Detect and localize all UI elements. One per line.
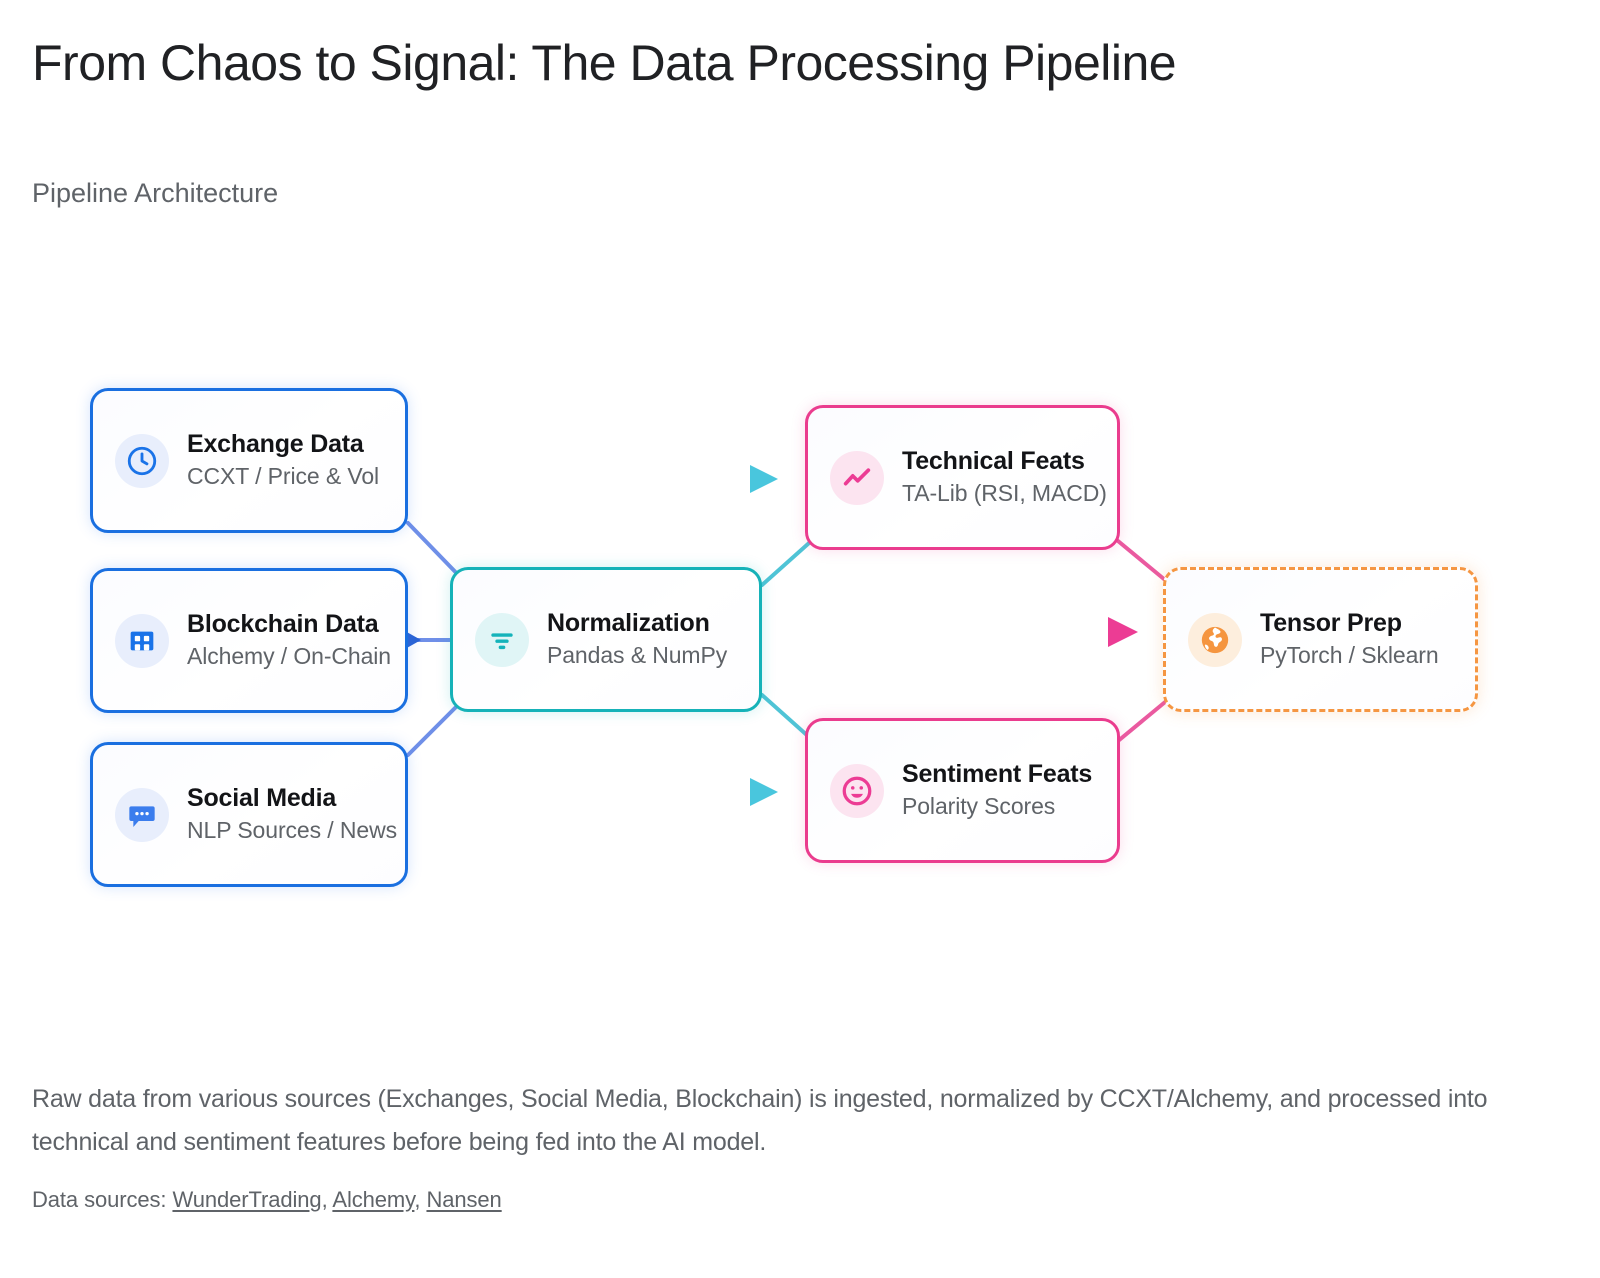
node-subtitle: PyTorch / Sklearn: [1260, 642, 1439, 669]
footer-sources: Data sources: WunderTrading, Alchemy, Na…: [32, 1187, 1522, 1213]
page-title: From Chaos to Signal: The Data Processin…: [32, 35, 1177, 91]
arrow-to-sentiment-icon: [750, 778, 778, 806]
smiley-face-icon: [830, 763, 884, 818]
arrow-to-tensor-icon: [1108, 617, 1138, 647]
source-separator-2: ,: [414, 1187, 427, 1212]
node-blockchain-text: Blockchain Data Alchemy / On-Chain: [187, 610, 391, 671]
node-exchange-data[interactable]: Exchange Data CCXT / Price & Vol: [90, 388, 408, 533]
node-social-media[interactable]: Social Media NLP Sources / News: [90, 742, 408, 887]
node-title: Blockchain Data: [187, 609, 379, 638]
clock-icon: [115, 433, 169, 488]
node-subtitle: Polarity Scores: [902, 793, 1056, 820]
node-subtitle: TA-Lib (RSI, MACD): [902, 480, 1107, 507]
building-icon: [115, 613, 169, 668]
node-title: Technical Feats: [902, 446, 1085, 475]
node-title: Social Media: [187, 783, 337, 812]
node-title: Exchange Data: [187, 429, 364, 458]
footer: Raw data from various sources (Exchanges…: [32, 1078, 1522, 1213]
footer-sources-label: Data sources:: [32, 1187, 167, 1212]
node-exchange-text: Exchange Data CCXT / Price & Vol: [187, 430, 379, 491]
source-link-wundertrading[interactable]: WunderTrading: [172, 1187, 322, 1212]
node-normalization[interactable]: Normalization Pandas & NumPy: [450, 567, 762, 712]
node-subtitle: Alchemy / On-Chain: [187, 643, 391, 670]
filter-icon: [475, 612, 529, 667]
footer-description: Raw data from various sources (Exchanges…: [32, 1085, 1488, 1156]
page-subtitle: Pipeline Architecture: [32, 178, 279, 208]
node-technical-text: Technical Feats TA-Lib (RSI, MACD): [902, 447, 1107, 508]
node-subtitle: Pandas & NumPy: [547, 642, 728, 669]
node-subtitle: NLP Sources / News: [187, 817, 397, 844]
globe-icon: [1188, 612, 1242, 667]
node-title: Normalization: [547, 608, 710, 637]
node-tensor-prep[interactable]: Tensor Prep PyTorch / Sklearn: [1163, 567, 1478, 712]
source-link-alchemy[interactable]: Alchemy: [332, 1187, 415, 1212]
trending-up-icon: [830, 450, 884, 505]
arrow-to-technical-icon: [750, 465, 778, 493]
pipeline-diagram: Exchange Data CCXT / Price & Vol Blockch…: [0, 255, 1600, 1045]
node-sentiment-text: Sentiment Feats Polarity Scores: [902, 760, 1092, 821]
node-technical-feats[interactable]: Technical Feats TA-Lib (RSI, MACD): [805, 405, 1120, 550]
node-social-text: Social Media NLP Sources / News: [187, 784, 397, 845]
node-title: Tensor Prep: [1260, 608, 1402, 637]
node-subtitle: CCXT / Price & Vol: [187, 463, 380, 490]
node-sentiment-feats[interactable]: Sentiment Feats Polarity Scores: [805, 718, 1120, 863]
chat-bubble-icon: [115, 787, 169, 842]
node-blockchain-data[interactable]: Blockchain Data Alchemy / On-Chain: [90, 568, 408, 713]
node-normalize-text: Normalization Pandas & NumPy: [547, 609, 727, 670]
source-link-nansen[interactable]: Nansen: [426, 1187, 502, 1212]
source-separator-1: ,: [321, 1187, 333, 1212]
node-title: Sentiment Feats: [902, 759, 1093, 788]
node-tensor-text: Tensor Prep PyTorch / Sklearn: [1260, 609, 1439, 670]
